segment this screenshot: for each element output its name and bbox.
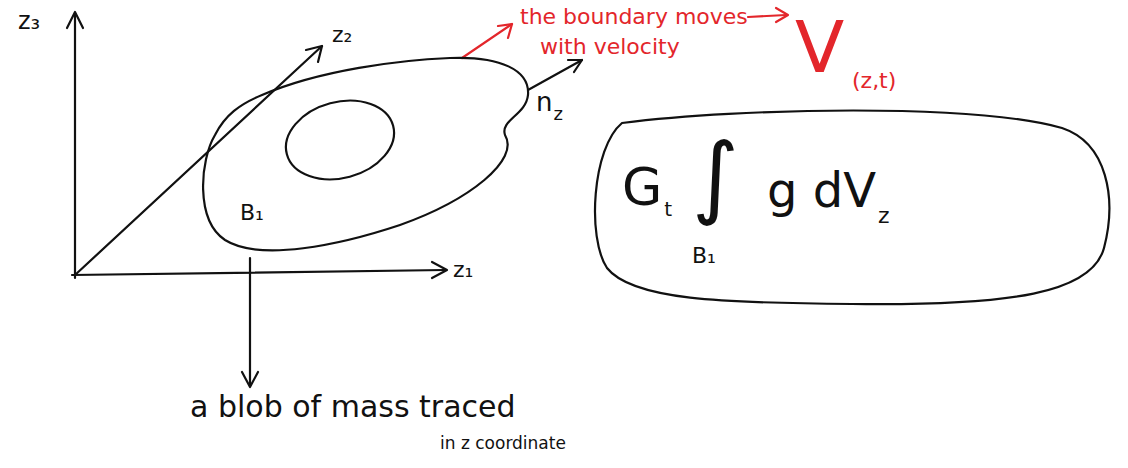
integral-outline: Gt ∫ g dVzB₁ bbox=[592, 108, 1114, 308]
velocity-arrow bbox=[748, 15, 786, 17]
mass-blob: B₁ bbox=[200, 50, 545, 265]
arrow-head bbox=[306, 46, 322, 62]
outline bbox=[200, 50, 545, 265]
arrow-head bbox=[67, 12, 83, 28]
axis-label: z₂ bbox=[332, 22, 352, 47]
velocity-args: (z,t) bbox=[852, 68, 896, 93]
normal-subscript: z bbox=[553, 104, 562, 125]
normal-arrow bbox=[528, 60, 582, 90]
velocity-symbol: V bbox=[795, 6, 844, 89]
formula-text: B₁ bbox=[240, 200, 264, 225]
arrow-head bbox=[432, 262, 447, 278]
note-text: with velocity bbox=[540, 34, 680, 59]
formula-text: g dV bbox=[767, 163, 876, 218]
formula-text: z bbox=[878, 203, 890, 228]
arrow-head bbox=[498, 24, 512, 38]
arrow-head bbox=[242, 372, 258, 387]
z1-axis bbox=[72, 270, 445, 275]
caption-note: in z coordinate bbox=[440, 434, 566, 454]
velocity-arrow bbox=[462, 24, 512, 58]
outline-path bbox=[203, 58, 528, 251]
axis-label: z₁ bbox=[453, 257, 473, 282]
formula-text: B₁ bbox=[692, 243, 716, 268]
formula-text: ∫ bbox=[692, 126, 739, 225]
caption-note: a blob of mass traced bbox=[190, 390, 516, 425]
z2-axis bbox=[75, 46, 322, 275]
note-text: the boundary moves bbox=[520, 4, 748, 29]
pointer-arrow bbox=[249, 258, 251, 385]
normal-symbol: n bbox=[536, 88, 552, 118]
formula-text: G bbox=[622, 158, 662, 218]
arrow-head bbox=[776, 8, 788, 22]
axis-label: z₃ bbox=[18, 8, 40, 36]
inner-loop bbox=[277, 89, 403, 191]
z3-axis bbox=[74, 14, 76, 278]
formula-text: t bbox=[664, 198, 672, 221]
arrow-head bbox=[568, 60, 582, 72]
outline-path bbox=[595, 111, 1109, 305]
